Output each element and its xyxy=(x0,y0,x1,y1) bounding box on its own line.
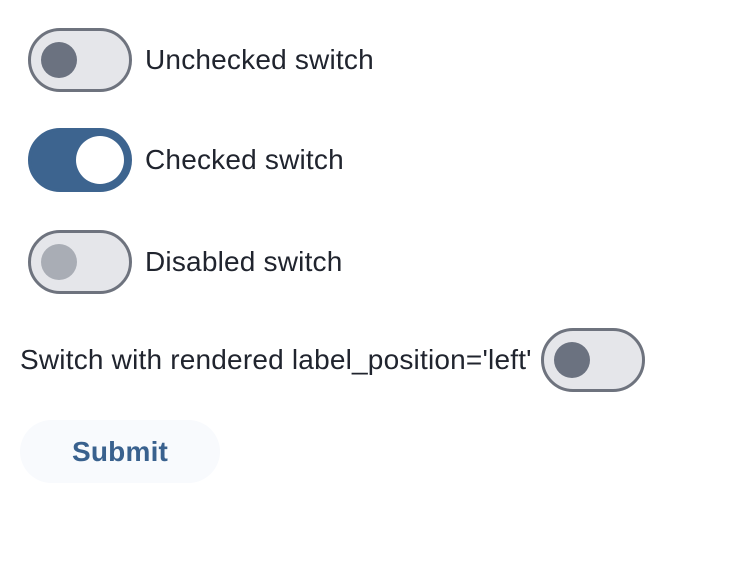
switch-row-disabled: Disabled switch xyxy=(28,230,710,294)
left-label-switch[interactable] xyxy=(540,328,645,392)
switch-knob xyxy=(76,136,124,184)
disabled-switch xyxy=(28,230,132,294)
checked-switch[interactable] xyxy=(28,128,132,192)
switch-label: Unchecked switch xyxy=(145,44,374,75)
switch-label: Switch with rendered label_position='lef… xyxy=(20,344,532,375)
switch-label: Disabled switch xyxy=(145,246,343,277)
unchecked-switch[interactable] xyxy=(28,28,132,92)
switch-row-left-label: Switch with rendered label_position='lef… xyxy=(20,328,710,392)
switch-label: Checked switch xyxy=(145,144,344,175)
switch-knob xyxy=(41,244,77,280)
switch-knob xyxy=(553,342,590,378)
switch-row-unchecked: Unchecked switch xyxy=(28,28,710,92)
switch-row-checked: Checked switch xyxy=(28,128,710,192)
submit-button[interactable]: Submit xyxy=(20,420,221,483)
switch-knob xyxy=(41,42,77,78)
